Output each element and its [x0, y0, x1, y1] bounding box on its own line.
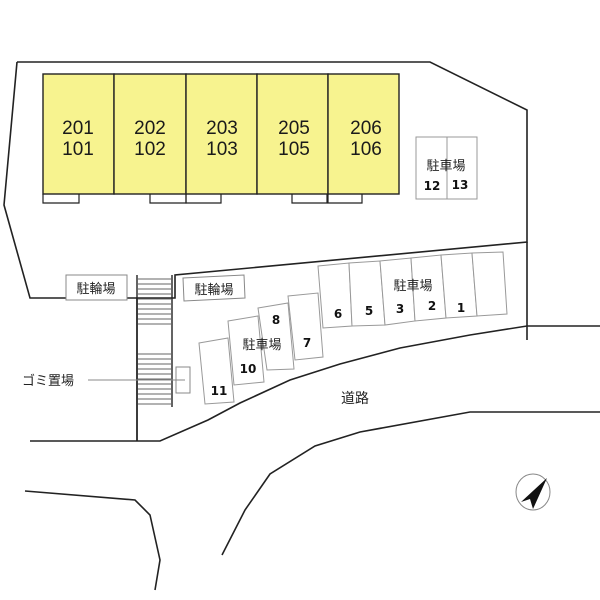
parking-space-number: 10 [240, 362, 257, 376]
unit-205-105 [256, 73, 329, 195]
bicycle-label: 駐輪場 [194, 282, 233, 298]
parking-space-number: 6 [334, 307, 342, 321]
unit-number: 205 [278, 118, 310, 139]
unit-number: 102 [134, 139, 166, 160]
garbage-area: ゴミ置場 [22, 366, 191, 394]
bicycle-parking-right: 駐輪場 [182, 274, 246, 302]
unit-206-106 [327, 73, 400, 195]
parking-space-number: 13 [452, 178, 469, 192]
unit-number: 202 [134, 118, 166, 139]
parking-label: 駐車場 [393, 279, 432, 294]
lot-boundary [17, 61, 528, 441]
parking-space-number: 7 [303, 336, 311, 350]
road-label: 道路 [341, 391, 369, 407]
parking-space-number: 3 [396, 302, 404, 316]
parking-space-number: 2 [428, 299, 436, 313]
unit-number: 201 [62, 118, 94, 139]
garbage-label: ゴミ置場 [22, 373, 74, 389]
building: 201 101 202 102 203 103 205 105 206 106 [42, 73, 400, 204]
unit-number: 106 [350, 139, 382, 160]
bicycle-label: 駐輪場 [76, 281, 115, 297]
parking-main-row [198, 251, 508, 405]
parking-space-number: 8 [272, 313, 280, 327]
unit-number: 105 [278, 139, 310, 160]
parking-space-number: 11 [211, 384, 228, 398]
parking-space-number: 1 [457, 301, 465, 315]
parking-label: 駐車場 [242, 338, 281, 353]
road-edges [24, 325, 600, 591]
stairs [136, 275, 173, 441]
bicycle-parking-left: 駐輪場 [65, 274, 128, 301]
unit-number: 101 [62, 139, 94, 160]
parking-space-number: 12 [424, 179, 441, 193]
unit-number: 203 [206, 118, 238, 139]
unit-number: 103 [206, 139, 238, 160]
north-arrow-icon [515, 473, 551, 511]
parking-space-number: 5 [365, 304, 373, 318]
parking-upper: 駐車場 12 13 [415, 136, 478, 200]
unit-number: 206 [350, 118, 382, 139]
parking-label: 駐車場 [426, 159, 465, 174]
unit-202-102 [113, 73, 187, 195]
